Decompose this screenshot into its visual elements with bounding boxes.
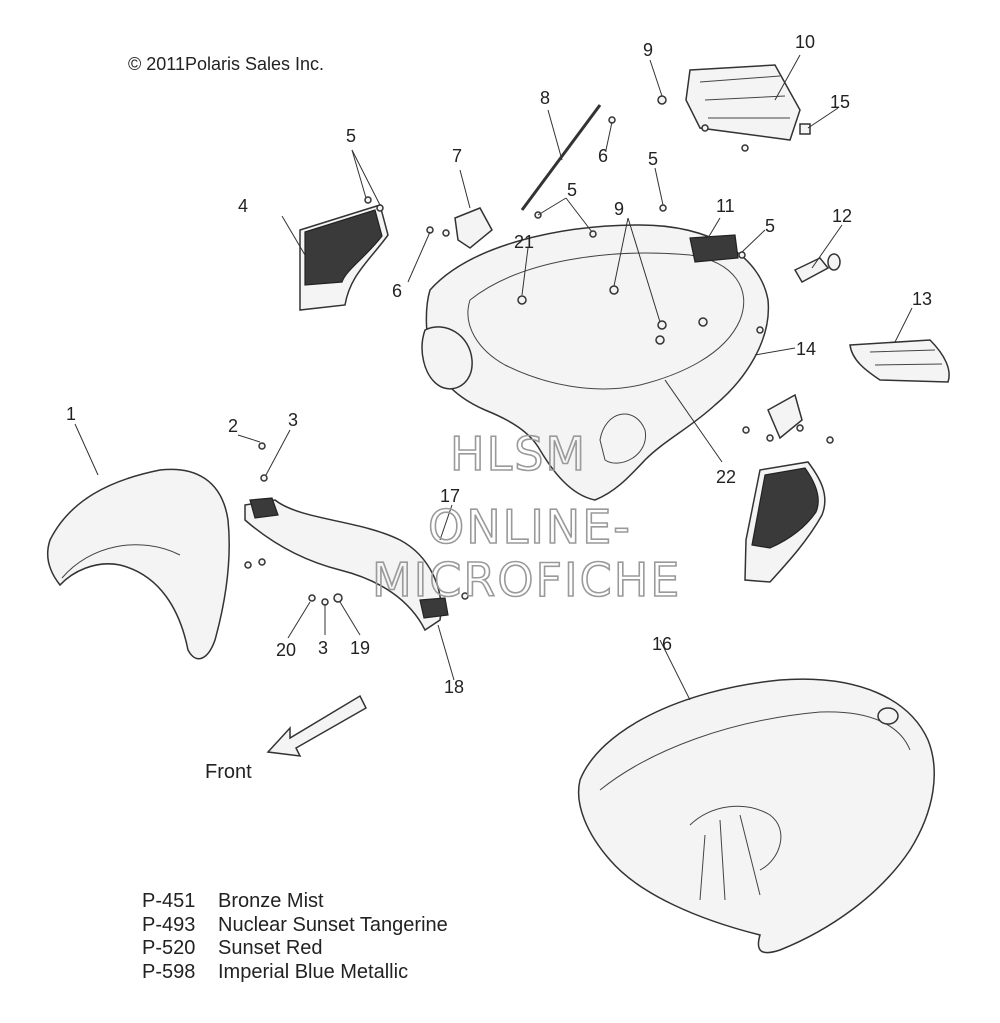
callout-6b: 6 [392,281,402,301]
callout-16: 16 [652,634,672,654]
callout-5c: 5 [648,149,658,169]
callout-10: 10 [795,32,815,52]
paint-name: Bronze Mist [218,890,324,912]
part-instrument-bracket [657,64,811,152]
paint-code: P-451 [142,890,196,912]
paint-code: P-598 [142,960,196,983]
callout-8: 8 [540,88,550,108]
callout-1: 1 [66,404,76,424]
callout-5d: 5 [765,216,775,236]
watermark-line-3: MICROFICHE [372,553,681,607]
watermark: HLSM ONLINE- MICROFICHE [371,426,681,608]
callout-4: 4 [238,196,248,216]
callout-22: 22 [716,467,736,487]
callout-20: 20 [276,640,296,660]
paint-code-row: P-451 Bronze Mist [142,890,448,914]
leader-lines [74,54,913,701]
part-connector [793,253,841,284]
part-main-shell [421,204,770,501]
part-fairing-outer [47,468,230,660]
part-bracket-left [426,207,493,249]
paint-name: Sunset Red [218,937,323,959]
callout-14: 14 [796,339,816,359]
part-bracket-right [742,393,834,444]
callout-17: 17 [440,486,460,506]
callout-9b: 9 [614,199,624,219]
callout-9a: 9 [643,40,653,60]
paint-code-row: P-520 Sunset Red [142,937,448,961]
front-arrow [266,694,367,757]
paint-name: Imperial Blue Metallic [218,960,409,983]
part-vent-right [744,461,826,583]
callout-7: 7 [452,146,462,166]
callout-18: 18 [444,677,464,697]
paint-code: P-520 [142,937,196,959]
callout-21: 21 [514,232,534,252]
paint-name: Nuclear Sunset Tangerine [218,913,448,936]
part-outer-fairing [577,678,935,954]
watermark-line-2: ONLINE- [428,500,632,554]
callout-2: 2 [228,416,238,436]
callout-11: 11 [716,196,735,216]
front-label: Front [205,761,252,783]
callout-15: 15 [830,92,850,112]
callout-6a: 6 [598,146,608,166]
part-plate [849,339,950,383]
callout-3: 3 [288,410,298,430]
callout-13: 13 [912,289,932,309]
callout-12: 12 [832,206,852,226]
paint-code-legend: P-451 Bronze Mist P-493 Nuclear Sunset Tan… [142,890,448,984]
callout-19: 19 [350,638,370,658]
callouts: 1 2 3 3 4 5 5 5 5 6 6 7 8 9 9 10 11 12 1… [66,32,932,697]
watermark-line-1: HLSM [450,427,587,481]
part-inner-panel [244,442,469,632]
part-vent-left [299,196,389,311]
copyright-text: © 2011Polaris Sales Inc. [128,54,324,74]
paint-code: P-493 [142,913,196,936]
callout-5a: 5 [346,126,356,146]
callout-5b: 5 [567,180,577,200]
paint-code-row: P-598 Imperial Blue Metallic [142,961,448,985]
paint-code-row: P-493 Nuclear Sunset Tangerine [142,914,448,938]
callout-3b: 3 [318,638,328,658]
